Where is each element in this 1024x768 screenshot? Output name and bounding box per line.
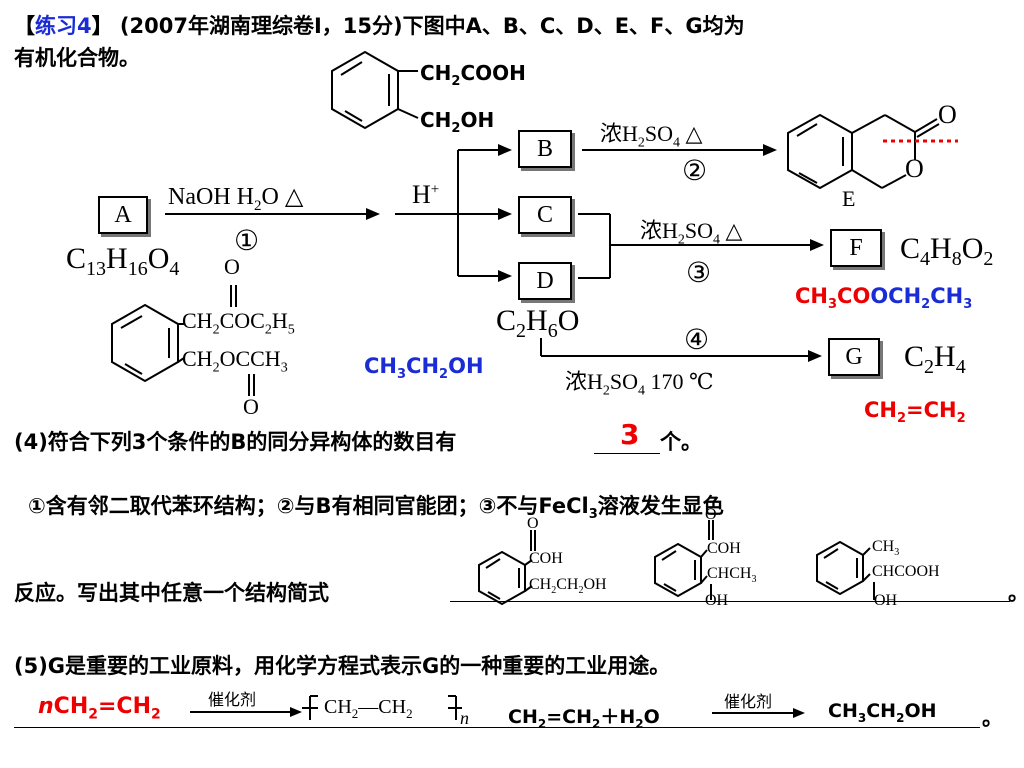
condition-acid: H+ — [412, 180, 440, 209]
question-header-line1: 【练习4】 (2007年湖南理综卷I，15分)下图中A、B、C、D、E、F、G均… — [14, 10, 745, 40]
eq1-degree: n — [460, 708, 469, 728]
eq2-reactants: CH2=CH2＋H2O — [508, 706, 660, 731]
condition-1: NaOH H2O △ — [168, 184, 304, 214]
step-3: ③ — [686, 258, 712, 289]
formula-g: C2H4 — [904, 340, 966, 378]
header-source: (2007年湖南理综卷I，15分)下图中A、B、C、D、E、F、G均为 — [112, 14, 745, 38]
eq2-product: CH3CH2OH — [828, 700, 937, 725]
eq1-product: CH2—CH2 — [324, 696, 413, 721]
question-4-suffix: 个。 — [660, 430, 702, 454]
compound-c-box: C — [518, 196, 572, 234]
answer-blank-4 — [594, 453, 660, 454]
iso3-chain: CHCOOH — [872, 563, 940, 580]
iso3-oh: OH — [874, 592, 898, 609]
e-carbonyl-o: O — [938, 100, 957, 129]
struct-a-o-top: O — [224, 254, 240, 279]
struct-a-upper-chain: CH2COC2H5 — [182, 308, 295, 338]
top-substituent-2: CH2OH — [420, 108, 495, 136]
iso2-oh: OH — [705, 592, 729, 609]
iso1-cooh: COH — [529, 550, 563, 567]
formula-a: C13H16O4 — [66, 242, 180, 280]
formula-f: C4H8O2 — [900, 232, 994, 270]
bracket-open: 【 — [14, 14, 35, 38]
compound-f-box: F — [830, 229, 882, 267]
iso1-chain: CH2CH2OH — [529, 576, 607, 597]
e-ring-o: O — [905, 154, 924, 183]
answer-4-value: 3 — [620, 418, 640, 451]
step-2: ② — [682, 156, 708, 187]
answer-d-structure: CH3CH2OH — [364, 354, 484, 383]
answer-blank-structure — [450, 601, 1010, 602]
eq1-catalyst: 催化剂 — [208, 690, 257, 709]
answer-blank-5 — [14, 727, 980, 728]
question-header-line2: 有机化合物。 — [14, 46, 140, 70]
question-4-conditions: ①含有邻二取代苯环结构；②与B有相同官能团；③不与FeCl3溶液发生显色 — [28, 494, 724, 523]
question-5-text: (5)G是重要的工业原料，用化学方程式表示G的一种重要的工业用途。 — [14, 654, 671, 678]
step-4: ④ — [684, 325, 710, 356]
compound-b-box: B — [518, 130, 572, 168]
eq1-reactant: nCH2=CH2 — [38, 694, 161, 723]
struct-a-o-bottom: O — [243, 394, 259, 419]
struct-a-lower-chain: CH2OCCH3 — [182, 346, 288, 376]
step-1: ① — [234, 226, 260, 257]
answer-f-structure: CH3COOCH2CH3 — [795, 284, 973, 313]
iso1-o: O — [527, 515, 539, 532]
iso2-chain: CHCH3 — [707, 565, 757, 586]
iso3-methyl: CH3 — [872, 538, 900, 559]
compound-g-box: G — [828, 338, 880, 376]
question-5-end: 。 — [982, 706, 1003, 730]
question-4-line3: 反应。写出其中任意一个结构简式 — [14, 581, 329, 605]
answer-g-structure: CH2=CH2 — [864, 398, 966, 427]
compound-e-label: E — [842, 186, 856, 211]
top-substituent-1: CH2COOH — [420, 61, 526, 89]
condition-4: 浓H2SO4 170 ℃ — [565, 369, 714, 399]
bracket-close: 】 — [91, 14, 113, 38]
eq2-catalyst: 催化剂 — [724, 692, 773, 711]
exercise-label: 练习4 — [35, 14, 92, 38]
condition-3: 浓H2SO4 △ — [640, 218, 743, 248]
condition-2: 浓H2SO4 △ — [600, 121, 703, 151]
compound-a-box: A — [98, 196, 148, 234]
iso2-o: O — [705, 506, 717, 523]
question-4-prefix: (4)符合下列3个条件的B的同分异构体的数目有 — [14, 430, 457, 454]
compound-d-box: D — [518, 262, 572, 300]
iso2-cooh: COH — [707, 540, 741, 557]
question-4-end: 。 — [1008, 577, 1024, 607]
formula-d: C2H6O — [496, 304, 580, 342]
